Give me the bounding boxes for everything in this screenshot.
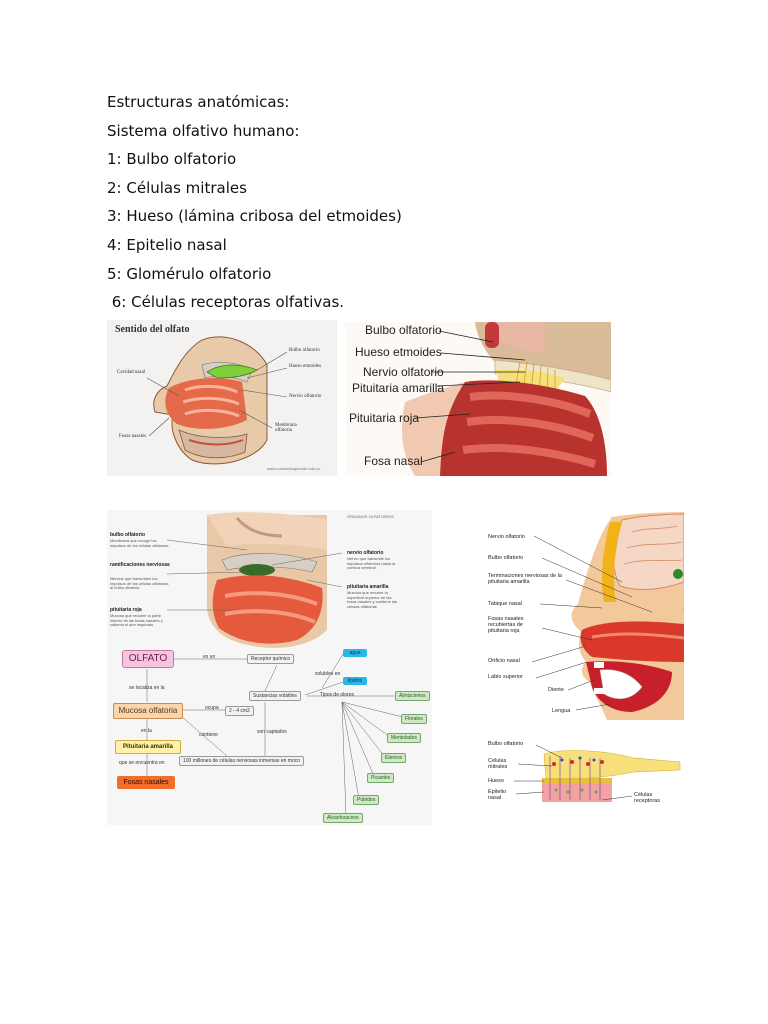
link-en-la: en la	[141, 728, 152, 734]
node-olfato: OLFATO	[122, 650, 174, 668]
label-tabique: Tabique nasal	[488, 601, 522, 607]
label-hueso: Hueso etmoides	[355, 345, 442, 359]
node-pituitaria: Pituitaria amarilla	[115, 740, 181, 754]
figure-sentido-olfato: Sentido del olfato Bulbo olfatorio Hueso…	[107, 320, 337, 476]
right-text-nervio: Nervio que transmite los impulsos olfato…	[347, 556, 396, 571]
label-cavidad: Cavidad nasal	[117, 370, 146, 375]
node-lipidos: lípidos	[343, 677, 367, 685]
figure-credit: www.colombiaaprende.edu.co	[267, 466, 321, 471]
list-item: 2: Células mitrales	[107, 178, 247, 197]
link-contiene: contiene	[199, 732, 218, 738]
list-item: 4: Epitelio nasal	[107, 235, 227, 254]
left-text-ramificaciones: Nervios que transmiten los impulsos de l…	[110, 576, 169, 591]
right-title-pituitaria-amarilla: pituitaria amarilla	[347, 584, 389, 590]
link-tipos: Tipos de olores	[320, 692, 354, 698]
head-sagittal-illustration	[531, 512, 684, 720]
left-text-bulbo: Membrana que recoge los impulsos de las …	[110, 538, 169, 548]
right-text-pituitaria-amarilla: Mucosa que recubre la superficie superio…	[347, 590, 398, 609]
node-sustancias: Sustancias volátiles	[249, 691, 301, 701]
link-ocupa: ocupa	[205, 705, 219, 711]
odor-type: Etereos	[381, 753, 407, 763]
label-diente: Diente	[548, 687, 564, 693]
label-fosas-nasales: Fosas nasales recubiertas de pituitaria …	[488, 616, 524, 635]
label-nervio: Nervio olfatorio	[363, 365, 444, 379]
label-fosa-nasal: Fosa nasal	[364, 454, 423, 468]
left-title-bulbo: bulbo olfatorio	[110, 532, 145, 538]
odor-type: Mentolados	[387, 733, 421, 743]
odor-type: Florales	[401, 714, 427, 724]
list-item: 5: Glomérulo olfatorio	[107, 264, 272, 283]
link-es-un: es un	[203, 654, 216, 660]
list-item: 6: Células receptoras olfativas.	[107, 293, 345, 312]
list-item: 3: Hueso (lámina cribosa del etmoides)	[107, 207, 402, 226]
node-fosas: Fosas nasales	[117, 776, 175, 789]
nose-cross-section-illustration	[146, 336, 288, 465]
label-bulbo: Bulbo olfatorio	[289, 348, 320, 353]
label-epitelio: Epitelio nasal	[488, 789, 507, 802]
label-lengua: Lengua	[552, 708, 571, 714]
label-hueso: Hueso etmoides	[289, 364, 322, 369]
figure-concept-map: ÓRGANOS OLFATORIOS bulbo olfatorio Membr…	[107, 510, 432, 825]
label-celulas-mitrales: Células mitrales	[488, 758, 508, 771]
figure-fosa-nasal: Bulbo olfatorio Hueso etmoides Nervio ol…	[345, 322, 611, 476]
label-orificio: Orificio nasal	[488, 658, 520, 664]
label-bulbo-olfatorio: Bulbo olfatorio	[488, 555, 524, 561]
node-receptor: Receptor químico	[247, 654, 295, 664]
node-area: 2 - 4 cm2	[225, 706, 254, 716]
figure-cabeza-sagital: Nervio olfatorio Bulbo olfatorio Termina…	[482, 512, 684, 720]
map-header: ÓRGANOS OLFATORIOS	[347, 514, 394, 519]
label-membrana: Membrana olfatoria	[275, 423, 297, 433]
node-mucosa: Mucosa olfatoria	[113, 703, 183, 719]
list-item: 1: Bulbo olfatorio	[107, 150, 237, 169]
text-block: Estructuras anatómicas: Sistema olfativo…	[107, 88, 402, 317]
label-pituitaria-amarilla: Pituitaria amarilla	[352, 381, 445, 395]
label-celulas-receptoras: Células receptoras	[634, 792, 660, 805]
node-agua: agua	[343, 649, 367, 657]
label-nervio: Nervio olfatorio	[289, 394, 322, 399]
odor-type: Picantes	[367, 773, 395, 783]
odor-type: Almizclenos	[395, 691, 430, 701]
right-title-nervio: nervio olfatorio	[347, 550, 384, 556]
label-pituitaria-roja: Pituitaria roja	[349, 411, 420, 425]
label-bulbo: Bulbo olfatorio	[365, 323, 442, 337]
odor-type: Pútridos	[353, 795, 380, 805]
olfactory-bulb-detail-illustration	[514, 744, 681, 802]
left-title-pituitaria-roja: pituitaria roja	[110, 607, 142, 613]
label-hueso: Hueso	[488, 778, 504, 784]
left-text-pituitaria-roja: Mucosa que recubre la parte inferior de …	[110, 613, 163, 628]
figure-title: Sentido del olfato	[115, 324, 190, 335]
label-bulbo: Bulbo olfatorio	[488, 741, 524, 747]
link-solubles: solubles en	[315, 671, 341, 677]
figure-bulbo-detalle: Bulbo olfatorio Células mitrales Hueso E…	[484, 734, 684, 816]
link-son-captados: son captados	[257, 729, 287, 735]
olfactory-organs-illustration	[146, 512, 408, 817]
label-terminaciones: Terminaciones nerviosas de la pituitaria…	[488, 573, 562, 586]
label-labio: Labio superior	[488, 674, 523, 680]
link-que-se: que se encuentra en	[119, 760, 165, 766]
label-nervio-olfatorio: Nervio olfatorio	[488, 534, 525, 540]
label-fosas: Fosas nasales	[119, 434, 147, 439]
odor-type: Alcanforaceos	[323, 813, 363, 823]
heading-sistema: Sistema olfativo humano:	[107, 121, 300, 140]
nasal-cavity-illustration	[402, 322, 611, 476]
left-title-ramificaciones: ramificaciones nerviosas	[110, 562, 170, 568]
node-millones: 100 millones de células nerviosas inmers…	[179, 756, 305, 766]
heading-estructuras: Estructuras anatómicas:	[107, 93, 290, 111]
link-se-localiza: se localiza en la	[129, 685, 165, 691]
